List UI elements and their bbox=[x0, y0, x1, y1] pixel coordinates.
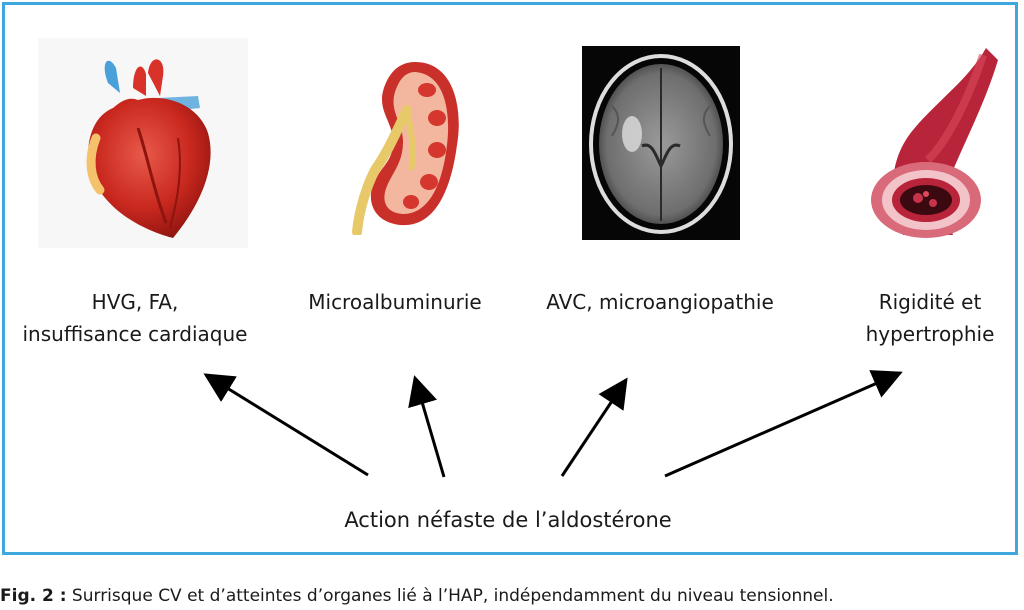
label-brain: AVC, microangiopathie bbox=[530, 286, 790, 318]
arrow-to-brain bbox=[560, 377, 628, 477]
label-kidney: Microalbuminurie bbox=[290, 286, 500, 318]
artery-icon bbox=[871, 48, 998, 238]
label-heart-line-1: HVG, FA, bbox=[91, 290, 179, 314]
caption-prefix: Fig. 2 : bbox=[0, 586, 67, 606]
label-kidney-line-1: Microalbuminurie bbox=[308, 290, 482, 314]
brain-mri-icon bbox=[582, 46, 740, 240]
label-artery: Rigidité et hypertrophie bbox=[850, 286, 1010, 350]
label-artery-line-2: hypertrophie bbox=[865, 322, 995, 346]
source-label: Action néfaste de l’aldostérone bbox=[344, 508, 672, 532]
arrow-to-kidney bbox=[408, 375, 446, 478]
arrow-to-artery bbox=[664, 370, 903, 478]
label-artery-line-1: Rigidité et bbox=[878, 290, 982, 314]
heart-icon bbox=[38, 38, 248, 248]
label-heart: HVG, FA, insuffisance cardiaque bbox=[6, 286, 264, 350]
label-brain-line-1: AVC, microangiopathie bbox=[546, 290, 774, 314]
label-heart-line-2: insuffisance cardiaque bbox=[22, 322, 248, 346]
caption-text: Surrisque CV et d’atteintes d’organes li… bbox=[66, 586, 834, 606]
arrow-to-heart bbox=[203, 373, 369, 477]
figure-caption: Fig. 2 : Surrisque CV et d’atteintes d’o… bbox=[0, 586, 1024, 606]
kidney-icon bbox=[352, 62, 459, 235]
